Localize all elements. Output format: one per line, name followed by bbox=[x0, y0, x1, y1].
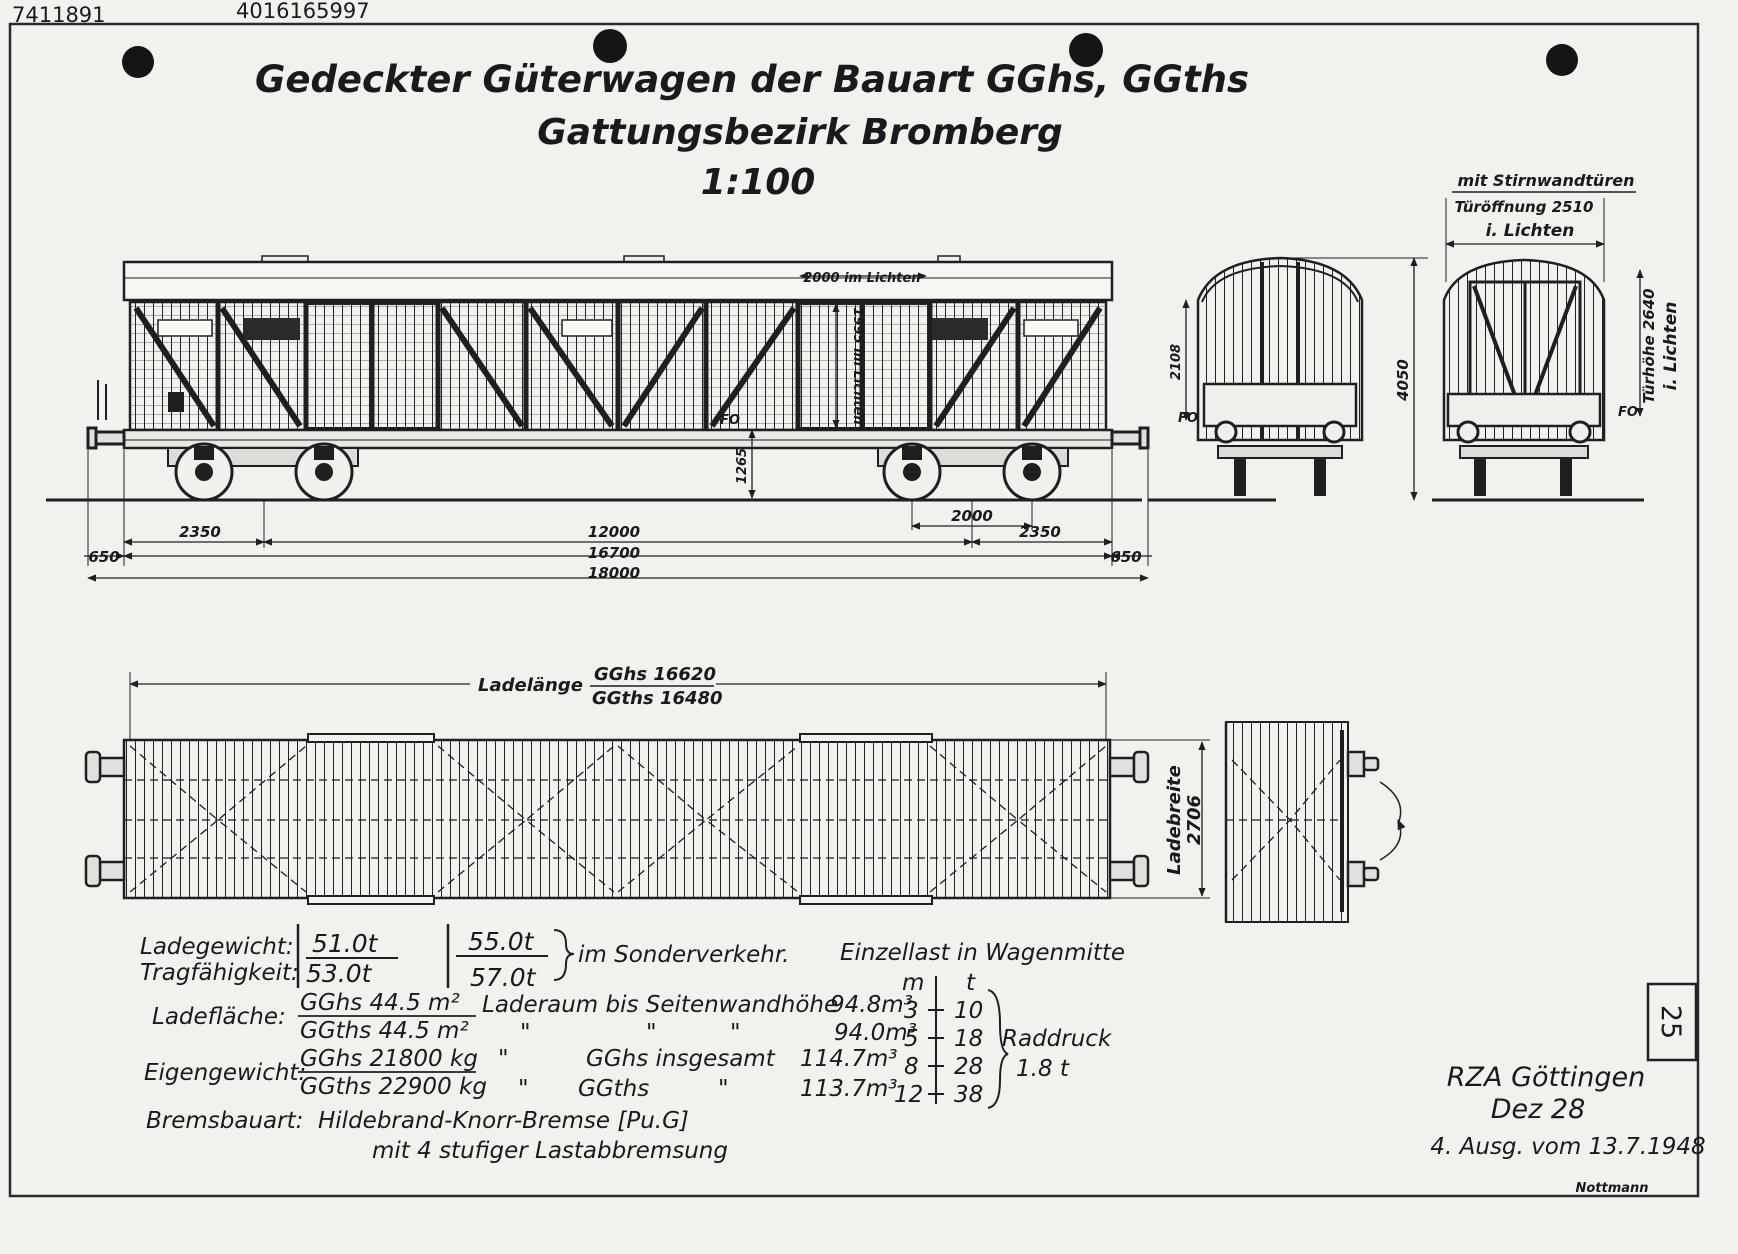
drawing-border bbox=[8, 22, 1700, 1198]
bremsbauart-value-2: mit 4 stufiger Lastabbremsung bbox=[372, 1138, 728, 1164]
ladegewicht-sonder: 55.0t bbox=[468, 927, 535, 956]
punch-hole-3 bbox=[1069, 33, 1103, 67]
dim-door-width: 2000 im Lichten bbox=[803, 271, 920, 286]
laderaum-ggh: 94.8m³ bbox=[830, 992, 913, 1018]
einzellast-unit-m: m bbox=[902, 970, 924, 996]
side-underframe bbox=[122, 428, 1114, 450]
raddruck-label: Raddruck bbox=[1002, 1026, 1113, 1052]
footer-block: 25 RZA Göttingen Dez 28 4. Ausg. vom 13.… bbox=[1430, 982, 1706, 1196]
einzellast-m-3: 8 bbox=[904, 1054, 919, 1080]
eigengewicht-ggh: GGhs 21800 kg bbox=[300, 1046, 478, 1072]
edition-label: 4. Ausg. vom 13.7.1948 bbox=[1430, 1134, 1705, 1160]
ref-left: 7411891 bbox=[12, 3, 106, 27]
sonderverkehr-note: im Sonderverkehr. bbox=[578, 942, 789, 968]
ladeflaeche-ggth: GGths 44.5 m² bbox=[300, 1018, 469, 1044]
ditto-2: " bbox=[646, 1020, 657, 1046]
dim-bogie-wheelbase: 2000 bbox=[951, 507, 993, 525]
ditto-5: " bbox=[518, 1076, 529, 1102]
ditto-3: " bbox=[730, 1020, 741, 1046]
einzellast-table: Einzellast in Wagenmitte m t 3 5 8 12 10… bbox=[840, 940, 1125, 1109]
plan-end-section bbox=[1225, 721, 1349, 923]
bremsbauart-label: Bremsbauart: bbox=[146, 1108, 303, 1134]
end-door-view: mit Stirnwandtüren Türöffnung 2510 i. Li… bbox=[1432, 171, 1681, 502]
eigengewicht-label: Eigengewicht: bbox=[144, 1060, 306, 1086]
insgesamt-ggth: 113.7m³ bbox=[800, 1076, 897, 1102]
side-roof bbox=[122, 260, 1114, 302]
dim-bogie-offset-left: 2350 bbox=[179, 523, 221, 541]
sheet-number-box bbox=[1646, 982, 1698, 1062]
tragfaehigkeit-label: Tragfähigkeit: bbox=[140, 960, 299, 986]
end-view: 2108 FO 4050 bbox=[1148, 256, 1428, 502]
ditto-1: " bbox=[520, 1020, 531, 1046]
floor-mark-end-door: FO bbox=[1618, 405, 1638, 420]
side-bogie-right bbox=[877, 442, 1069, 502]
einzellast-m-1: 3 bbox=[904, 998, 919, 1024]
dim-length-buffers: 18000 bbox=[588, 564, 640, 582]
ladeflaeche-label: Ladefläche: bbox=[152, 1004, 286, 1030]
laderaum-label: Laderaum bis Seitenwandhöhe bbox=[482, 992, 838, 1018]
dim-end-side-height: 2108 bbox=[1169, 344, 1184, 380]
dim-end-total-height: 4050 bbox=[1394, 359, 1412, 402]
insgesamt-ggth-label: GGths bbox=[578, 1076, 649, 1102]
load-width-label: Ladebreite bbox=[1164, 765, 1185, 875]
eigengewicht-ggth: GGths 22900 kg bbox=[300, 1074, 487, 1100]
dim-length-body: 16700 bbox=[588, 544, 640, 562]
bremsbauart-value: Hildebrand-Knorr-Bremse [Pu.G] bbox=[318, 1108, 689, 1134]
tragfaehigkeit-normal: 53.0t bbox=[306, 959, 373, 988]
floor-mark-end: FO bbox=[1178, 411, 1198, 426]
title-line-1: Gedeckter Güterwagen der Bauart GGhs, GG… bbox=[255, 58, 1249, 101]
einzellast-t-3: 28 bbox=[954, 1054, 983, 1080]
end-door-height: Türhöhe 2640 bbox=[1640, 288, 1658, 403]
punch-hole-2 bbox=[593, 29, 627, 63]
signature: Nottmann bbox=[1575, 1181, 1648, 1196]
einzellast-unit-t: t bbox=[966, 970, 976, 996]
dim-door-height: 1995 im Lichten bbox=[850, 307, 865, 424]
plan-roof bbox=[122, 738, 1112, 900]
dim-buffer-left: 650 bbox=[88, 548, 119, 566]
sheet-number: 25 bbox=[1655, 1005, 1686, 1039]
specs-block: Ladegewicht: Tragfähigkeit: 51.0t 53.0t … bbox=[140, 924, 917, 1164]
einzellast-title: Einzellast in Wagenmitte bbox=[840, 940, 1125, 966]
side-bogie-left bbox=[167, 442, 359, 502]
end-door-opening-note: i. Lichten bbox=[1486, 221, 1575, 241]
end-door-opening: Türöffnung 2510 bbox=[1455, 198, 1594, 216]
laderaum-ggth: 94.0m³ bbox=[834, 1020, 917, 1046]
einzellast-t-1: 10 bbox=[954, 998, 983, 1024]
ditto-6: " bbox=[718, 1076, 729, 1102]
dez-label: Dez 28 bbox=[1491, 1094, 1586, 1125]
end-door-height-note: i. Lichten bbox=[1661, 302, 1681, 391]
plan-view: Ladelänge GGhs 16620 GGths 16480 bbox=[84, 664, 1401, 923]
insgesamt-ggh-label: GGhs insgesamt bbox=[586, 1046, 776, 1072]
punch-hole-4 bbox=[1546, 44, 1578, 76]
title-line-2: Gattungsbezirk Bromberg bbox=[537, 112, 1063, 153]
floor-mark-side: FO bbox=[720, 413, 740, 428]
insgesamt-ggh: 114.7m³ bbox=[800, 1046, 897, 1072]
dim-bogie-offset-right: 2350 bbox=[1019, 523, 1061, 541]
einzellast-t-4: 38 bbox=[954, 1082, 983, 1108]
einzellast-m-2: 5 bbox=[904, 1026, 919, 1052]
side-view: 2000 im Lichten 1995 im Lichten FO 1265 … bbox=[46, 255, 1152, 582]
raddruck-value: 1.8 t bbox=[1016, 1056, 1070, 1082]
punch-hole-1 bbox=[122, 46, 154, 78]
load-length-ggth: GGths 16480 bbox=[592, 688, 723, 709]
title-scale: 1:100 bbox=[701, 162, 816, 203]
dim-floor-height: 1265 bbox=[735, 448, 750, 484]
ladeflaeche-ggh: GGhs 44.5 m² bbox=[300, 990, 460, 1016]
tragfaehigkeit-sonder: 57.0t bbox=[470, 963, 537, 992]
ditto-4: " bbox=[498, 1046, 509, 1072]
ref-number: 4016165997 bbox=[236, 0, 370, 23]
load-width-value: 2706 bbox=[1184, 795, 1205, 845]
einzellast-m-4: 12 bbox=[894, 1082, 923, 1108]
dim-pivot-distance: 12000 bbox=[588, 523, 640, 541]
office-label: RZA Göttingen bbox=[1447, 1062, 1645, 1093]
ladegewicht-label: Ladegewicht: bbox=[140, 934, 294, 960]
einzellast-t-2: 18 bbox=[954, 1026, 983, 1052]
end-door-title: mit Stirnwandtüren bbox=[1458, 171, 1635, 190]
load-length-label: Ladelänge bbox=[478, 675, 583, 696]
ladegewicht-normal: 51.0t bbox=[312, 929, 379, 958]
dim-buffer-right: 650 bbox=[1110, 548, 1141, 566]
load-length-ggh: GGhs 16620 bbox=[594, 664, 716, 685]
